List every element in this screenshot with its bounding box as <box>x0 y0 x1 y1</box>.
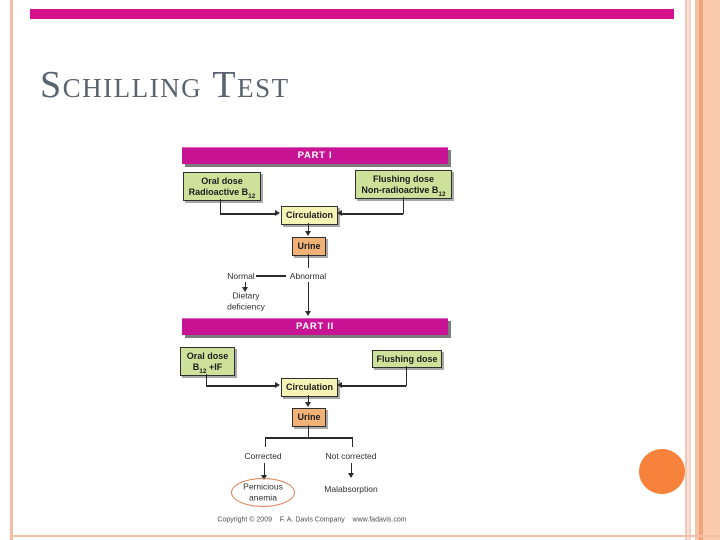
malabsorption-label: Malabsorption <box>324 483 378 494</box>
box-line: Flushing dose <box>372 174 434 184</box>
connector <box>244 282 246 288</box>
right-stripe <box>687 0 689 540</box>
arrowhead-down <box>304 311 311 316</box>
connector <box>307 395 309 403</box>
box-line: Circulation <box>285 210 333 221</box>
box-line: B12 +IF <box>192 361 223 375</box>
part2-circulation-box: Circulation <box>281 378 338 397</box>
normal-label: Normal <box>227 270 255 281</box>
connector <box>307 282 309 312</box>
box-line: Urine <box>297 412 321 423</box>
copyright-text: Copyright © 2009 F. A. Davis Company www… <box>217 516 407 524</box>
box-line: Radioactive B12 <box>188 186 256 200</box>
part2-flushing-dose-box: Flushing dose <box>372 350 442 368</box>
pernicious-anemia-ellipse <box>231 478 295 507</box>
label-line: Pernicious <box>243 481 283 492</box>
right-stripe <box>703 0 720 540</box>
part2-header-bar: PART II <box>182 318 448 335</box>
box-line: Oral dose <box>201 176 243 186</box>
arrowhead-down <box>347 473 354 478</box>
part1-circulation-box: Circulation <box>281 206 338 225</box>
part2-urine-box: Urine <box>292 408 326 427</box>
connector <box>342 213 403 215</box>
connector <box>351 437 353 447</box>
connector <box>405 366 407 386</box>
part1-oral-dose-box: Oral dose Radioactive B12 <box>183 172 261 201</box>
corrected-label: Corrected <box>244 450 282 461</box>
box-line: Non-radioactive B12 <box>361 184 446 198</box>
connector <box>264 437 266 447</box>
label-line: Dietary <box>232 290 260 301</box>
part1-header-bar: PART I <box>182 147 448 164</box>
bottom-edge-line <box>10 535 720 537</box>
connector <box>205 385 276 387</box>
right-stripe <box>695 0 699 540</box>
arrowhead-right <box>275 210 280 216</box>
connector <box>263 463 265 476</box>
part1-flushing-dose-box: Flushing dose Non-radioactive B12 <box>355 170 452 199</box>
decorative-circle <box>639 449 685 494</box>
box-line: Urine <box>297 241 321 252</box>
connector <box>264 437 353 439</box>
top-accent-bar <box>30 9 674 19</box>
connector <box>205 374 207 387</box>
arrowhead-down <box>241 287 248 292</box>
connector <box>342 385 406 387</box>
connector <box>219 199 221 214</box>
label-line: deficiency <box>227 301 265 311</box>
connector <box>350 463 352 474</box>
dietary-deficiency-label: Dietary deficiency <box>227 291 265 312</box>
part1-header-label: PART I <box>297 150 333 161</box>
connector <box>307 425 309 438</box>
slide-title: Schilling Test <box>40 64 290 106</box>
connector <box>219 213 276 215</box>
left-edge-line <box>10 0 13 540</box>
right-stripe <box>699 0 703 540</box>
box-line: Flushing dose <box>376 353 438 364</box>
part2-oral-dose-box: Oral dose B12 +IF <box>180 347 235 376</box>
arrowhead-left <box>336 382 342 388</box>
not-corrected-label: Not corrected <box>325 450 377 461</box>
part2-header-label: PART II <box>296 321 334 332</box>
box-line: Oral dose <box>186 351 229 361</box>
pernicious-anemia-label: Pernicious anemia <box>243 482 283 503</box>
connector <box>402 197 404 214</box>
arrowhead-down <box>304 231 311 236</box>
box-line: Circulation <box>285 382 333 393</box>
right-stripe <box>689 0 691 540</box>
arrowhead-right <box>275 382 280 388</box>
arrowhead-left <box>336 210 342 216</box>
connector <box>307 254 309 268</box>
label-line: anemia <box>249 492 277 502</box>
connector <box>256 275 286 277</box>
part1-urine-box: Urine <box>292 237 326 256</box>
connector <box>307 223 309 232</box>
arrowhead-down <box>304 402 311 407</box>
abnormal-label: Abnormal <box>289 270 327 281</box>
right-stripe <box>685 0 687 540</box>
